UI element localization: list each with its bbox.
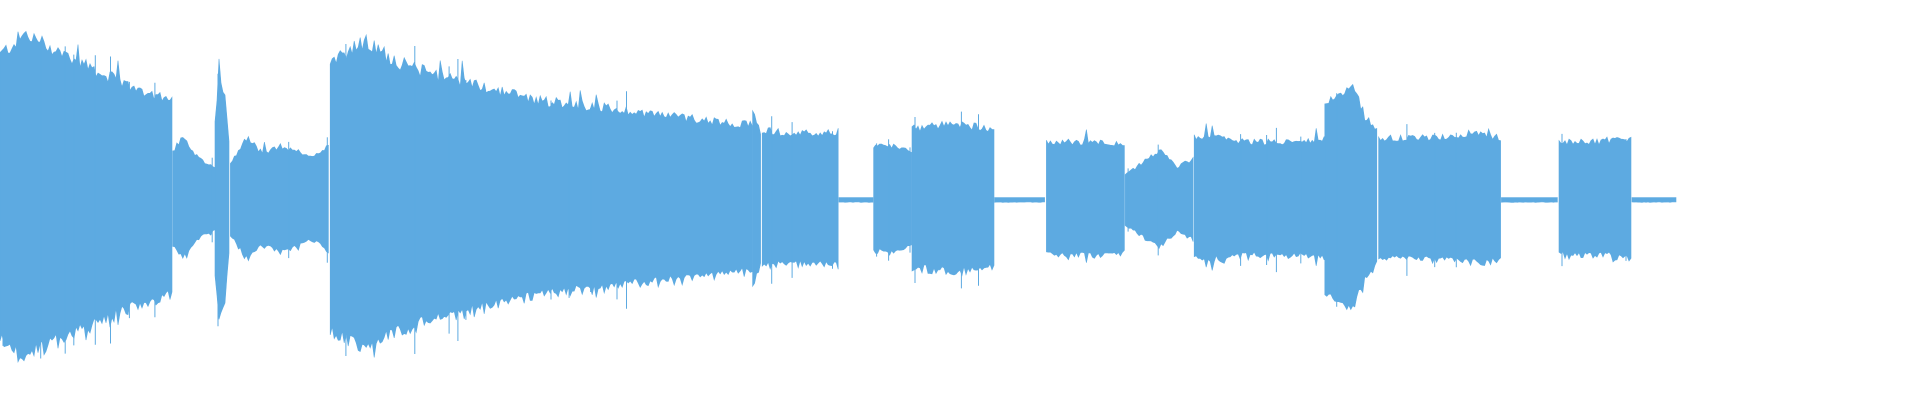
waveform-segment — [1631, 197, 1677, 203]
waveform-segment — [911, 111, 995, 289]
waveform-segment — [230, 135, 329, 263]
waveform-amplitude-envelope — [230, 135, 329, 262]
waveform-amplitude-envelope — [172, 137, 216, 260]
waveform-amplitude-envelope — [761, 127, 839, 270]
waveform-amplitude-envelope — [1124, 149, 1194, 250]
waveform-segment — [214, 58, 230, 327]
waveform-amplitude-envelope — [1046, 129, 1125, 263]
waveform-amplitude-envelope — [1378, 127, 1501, 267]
waveform-segment — [1501, 197, 1558, 203]
waveform-segment — [0, 30, 173, 364]
waveform-segment — [1324, 83, 1378, 311]
waveform-segment — [761, 116, 839, 284]
waveform-segment — [752, 109, 761, 288]
waveform-segment — [1558, 133, 1632, 267]
waveform-amplitude-envelope — [0, 30, 173, 364]
waveform-amplitude-envelope — [214, 58, 230, 320]
waveform-segment — [1193, 123, 1325, 273]
waveform-amplitude-envelope — [1193, 123, 1325, 271]
waveform-amplitude-envelope — [1631, 197, 1677, 203]
waveform-amplitude-envelope — [1324, 83, 1378, 311]
waveform-amplitude-envelope — [838, 197, 874, 203]
waveform-amplitude-envelope — [1558, 136, 1632, 263]
waveform-amplitude-envelope — [1501, 197, 1558, 203]
waveform-segment — [1124, 144, 1194, 256]
waveform-segment — [873, 139, 912, 261]
waveform-segment — [172, 137, 216, 260]
waveform-segment — [329, 33, 753, 358]
waveform-segment — [1378, 124, 1501, 276]
waveform-amplitude-envelope — [873, 143, 912, 256]
waveform-segment — [1046, 129, 1125, 263]
waveform-amplitude-envelope — [329, 33, 753, 358]
waveform-amplitude-envelope — [752, 109, 761, 288]
waveform-segment — [994, 197, 1045, 203]
waveform-segment — [838, 197, 874, 203]
waveform-amplitude-envelope — [994, 197, 1045, 203]
waveform-amplitude-envelope — [911, 120, 995, 277]
